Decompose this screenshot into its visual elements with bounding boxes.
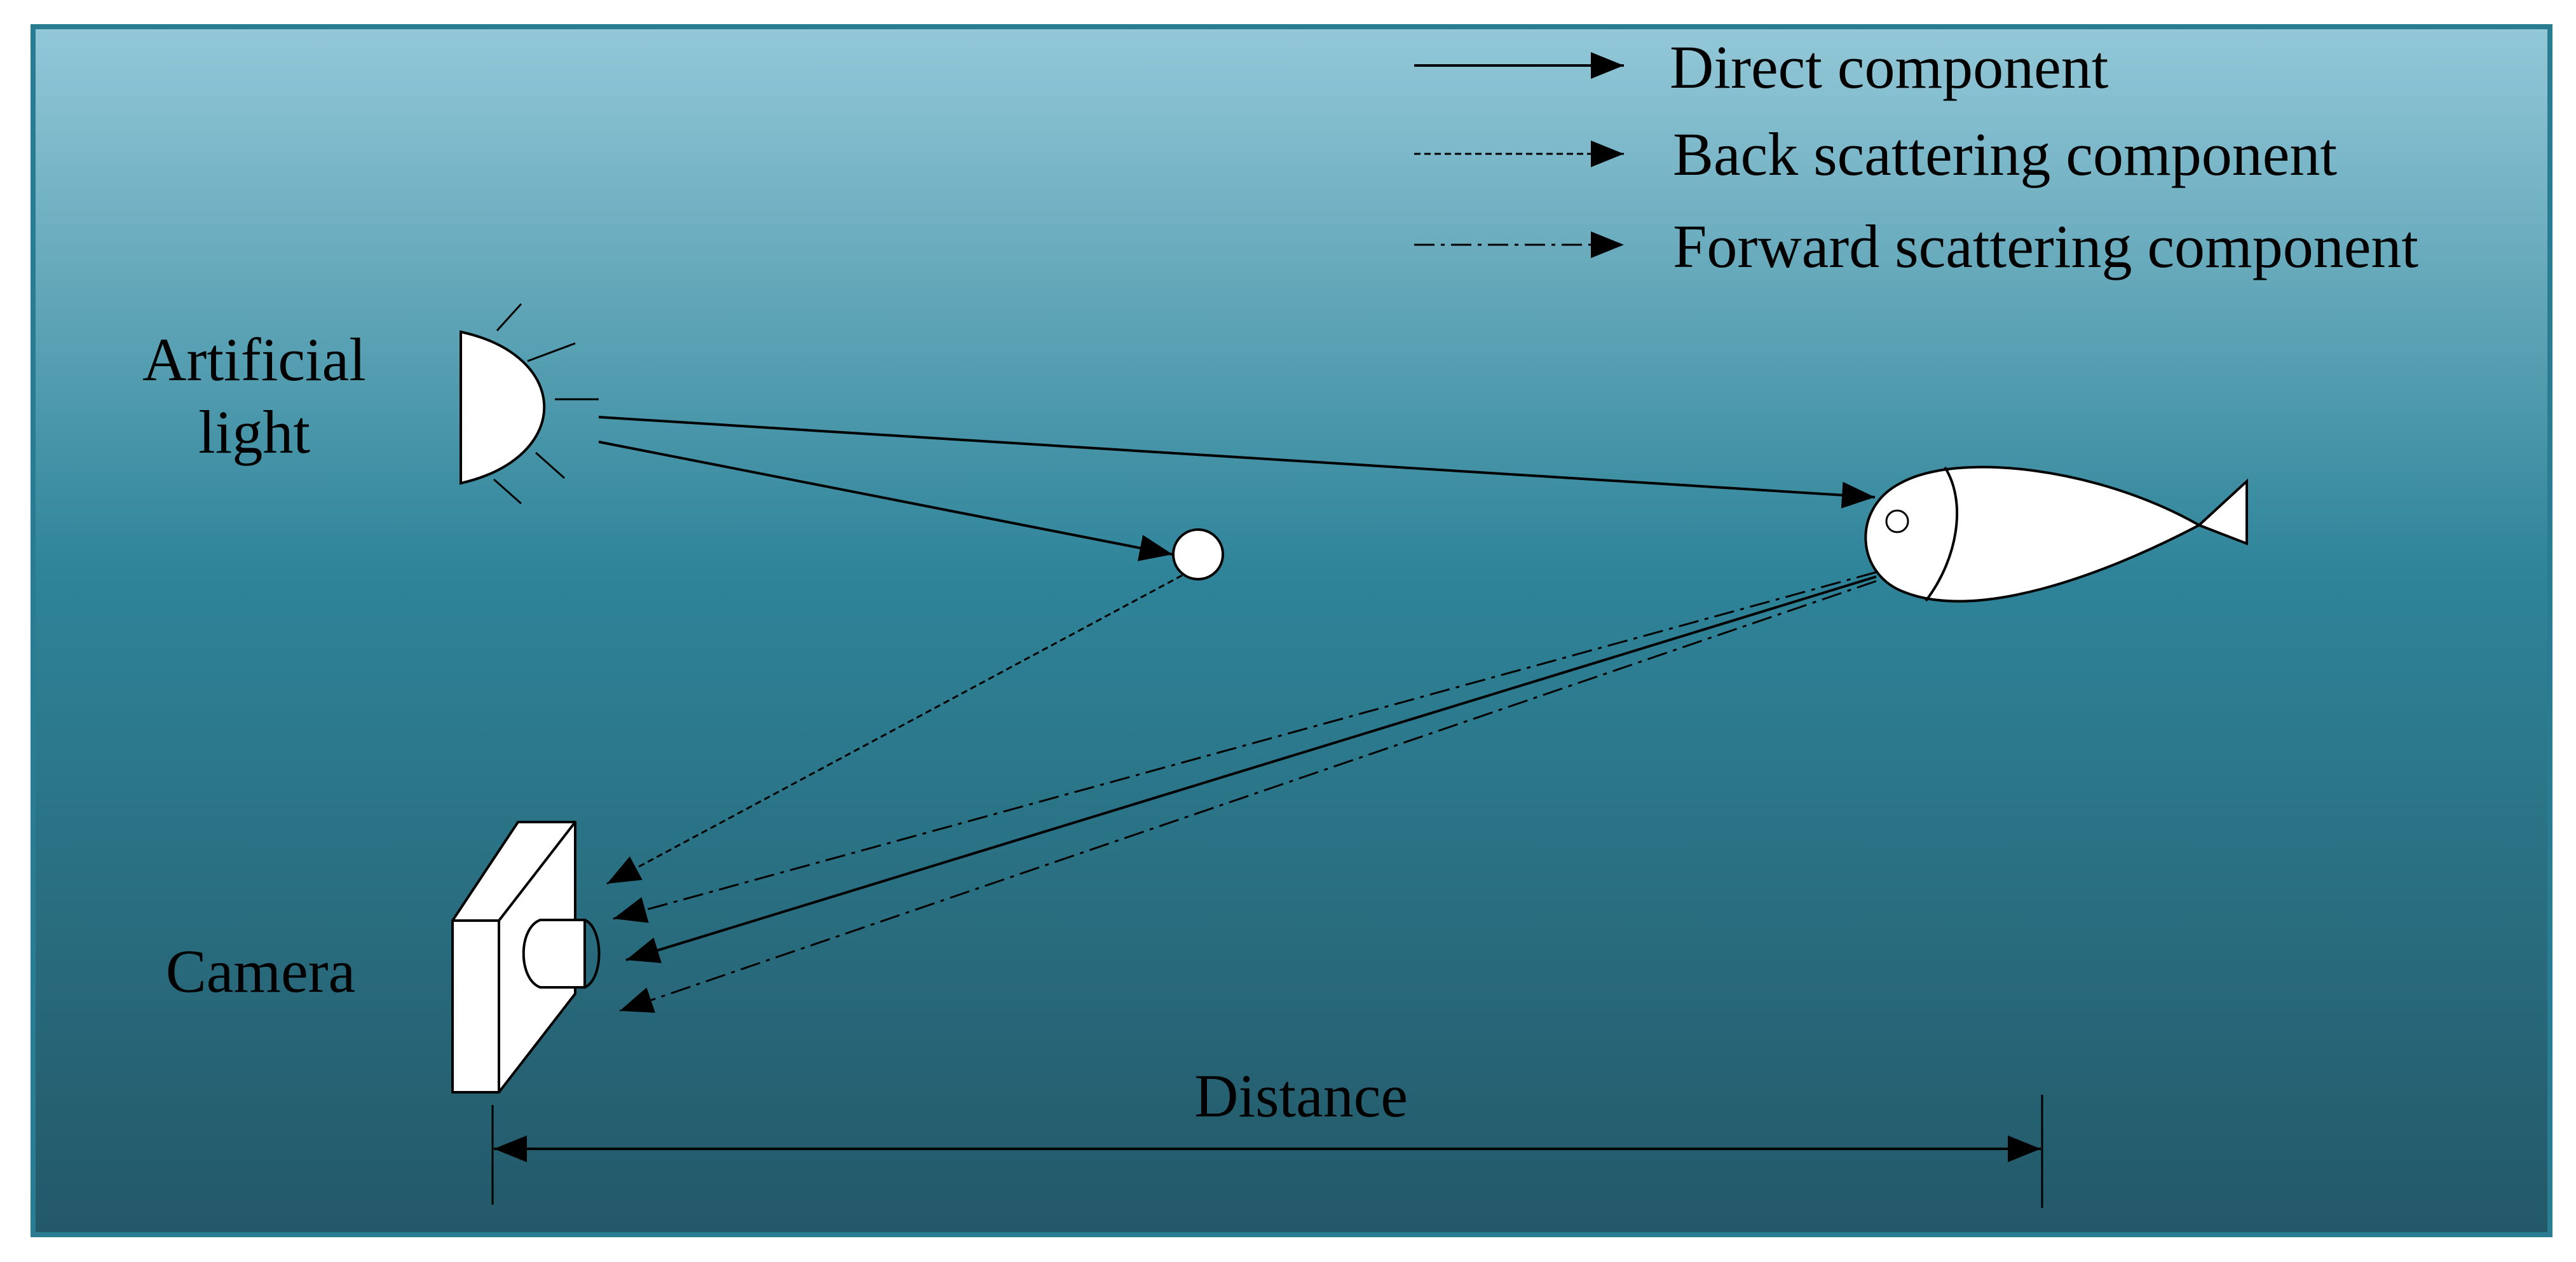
lamp-icon <box>460 303 599 505</box>
ray-light-to-fish <box>598 416 1876 509</box>
ray-forward-scatter-upper <box>613 571 1877 923</box>
light-label-line1: Artificial <box>142 326 366 394</box>
light-label-line2: light <box>198 398 310 466</box>
particle-icon <box>1172 528 1224 580</box>
legend-label-forward-scattering: Forward scattering component <box>1673 212 2418 280</box>
legend-label-direct: Direct component <box>1670 33 2109 101</box>
light-rays <box>598 416 1877 1013</box>
legend: Direct component Back scattering compone… <box>1414 33 2418 280</box>
distance-label: Distance <box>1194 1062 1408 1130</box>
legend-item-back-scattering: Back scattering component <box>1414 120 2337 188</box>
ray-direct-to-camera <box>625 575 1877 963</box>
ray-light-to-particle <box>598 441 1173 561</box>
legend-item-direct: Direct component <box>1414 33 2109 101</box>
water-background <box>31 24 2552 1237</box>
legend-item-forward-scattering: Forward scattering component <box>1414 212 2418 280</box>
artificial-light: Artificial light <box>142 303 599 505</box>
ray-forward-scatter-lower <box>619 580 1877 1013</box>
ray-back-scatter <box>606 574 1183 885</box>
distance-dimension: Distance <box>491 1062 2043 1208</box>
camera-label: Camera <box>166 937 356 1005</box>
camera-icon <box>451 821 601 1094</box>
legend-label-back-scattering: Back scattering component <box>1673 120 2337 188</box>
fish-icon <box>1864 465 2248 603</box>
